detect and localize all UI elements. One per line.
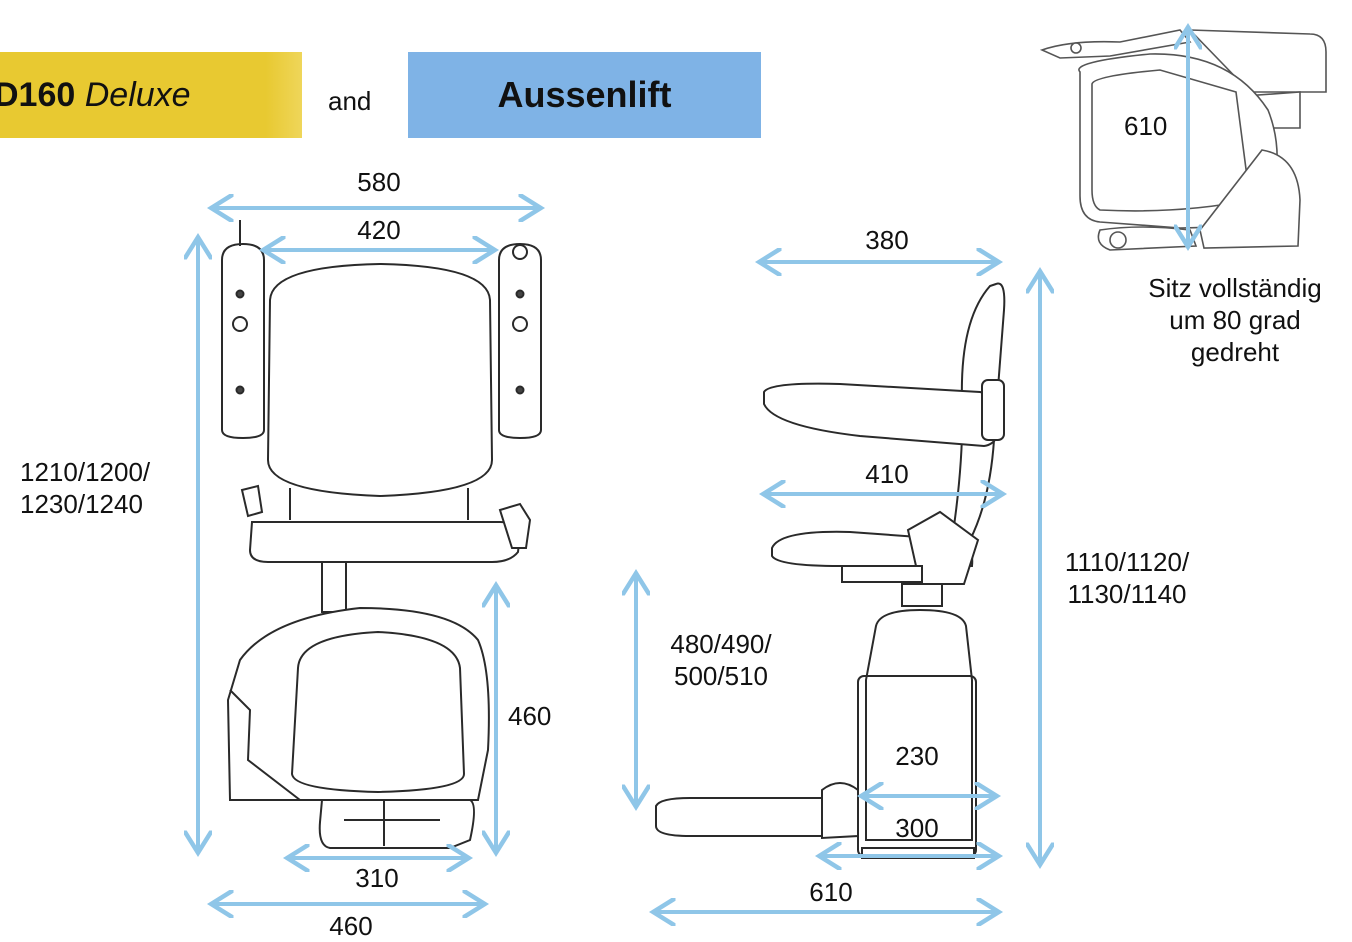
seat [248,521,522,563]
side-view-chair [655,282,1006,859]
front-base-width-label: 460 [329,911,373,941]
side-seat-depth-label: 410 [865,459,909,489]
armrest-button [515,385,525,395]
front-carriage-width-label: 310 [355,863,399,893]
side-footrest-depth-label: 610 [809,877,853,907]
rotated-seat-view [1039,29,1327,251]
side-carriage [865,608,973,841]
side-carriage-outer-label: 300 [895,813,939,843]
armrest-knob [232,316,248,332]
left-armrest [221,242,265,440]
armrest-button [515,289,525,299]
rotated-seat-height-label: 610 [1124,111,1168,141]
model-banner: D160 Deluxe [0,52,302,138]
side-carriage-inner-label: 230 [895,741,939,771]
armrest-cap [512,244,528,260]
outdoor-banner: Aussenlift [408,52,761,138]
front-carriage-height-label: 460 [508,701,552,731]
dimension-arrows [198,30,1188,912]
model-variant: Deluxe [84,75,191,114]
right-armrest [498,242,542,440]
carriage-base [318,799,475,849]
side-backrest-depth-label: 380 [865,225,909,255]
front-armrest-width-label: 420 [357,215,401,245]
side-footrest [655,797,827,837]
seat-lever [240,484,264,518]
armrest-knob [512,316,528,332]
armrest-button [235,385,245,395]
connector-text: and [328,86,372,116]
rotation-caption: Sitz vollständig um 80 grad gedreht [1148,273,1322,367]
model-title: D160 Deluxe [0,76,191,115]
backrest [266,262,494,498]
side-armrest [763,382,1004,448]
front-overall-height-label: 1210/1200/ 1230/1240 [20,457,151,519]
outdoor-label: Aussenlift [497,74,672,115]
front-overall-width-label: 580 [357,167,401,197]
model-number: D160 [0,75,76,114]
armrest-button [235,289,245,299]
side-overall-height-label: 1110/1120/ 1130/1140 [1064,547,1190,609]
side-seat-height-label: 480/490/ 500/510 [670,629,772,691]
front-view-chair [221,220,542,849]
